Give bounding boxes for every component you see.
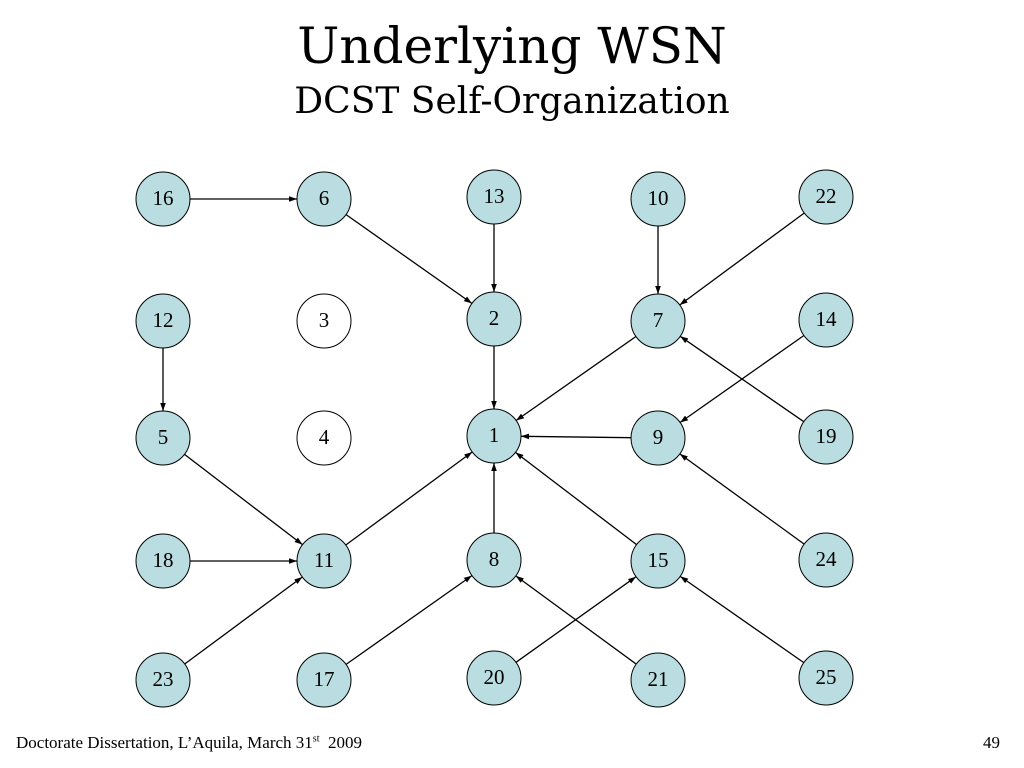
slide-subtitle: DCST Self-Organization: [294, 81, 730, 122]
node-label: 23: [153, 667, 174, 691]
node-14: 14: [798, 292, 854, 348]
node-24: 24: [798, 532, 854, 588]
node-circle: [630, 533, 686, 589]
node-11: 11: [296, 533, 352, 589]
node-16: 16: [135, 171, 191, 227]
footer-superscript: st: [312, 733, 320, 745]
node-18: 18: [135, 533, 191, 589]
node-label: 15: [648, 548, 669, 572]
node-label: 25: [816, 665, 837, 689]
node-circle: [466, 408, 522, 464]
edge-6-to-2: [345, 214, 473, 304]
node-label: 11: [314, 548, 334, 572]
node-label: 2: [489, 306, 500, 330]
node-label: 4: [319, 425, 330, 449]
page-number: 49: [983, 733, 1000, 752]
footer: Doctorate Dissertation, L’Aquila, March …: [16, 733, 362, 753]
node-circle: [630, 652, 686, 708]
node-circle: [466, 291, 522, 347]
node-circle: [466, 650, 522, 706]
node-4: 4: [296, 410, 352, 466]
node-label: 7: [653, 308, 664, 332]
node-12: 12: [135, 293, 191, 349]
node-circle: [630, 410, 686, 466]
edge-19-to-7: [679, 335, 805, 423]
node-label: 9: [653, 425, 664, 449]
node-circle: [798, 292, 854, 348]
node-20: 20: [466, 650, 522, 706]
node-10: 10: [630, 171, 686, 227]
node-9: 9: [630, 410, 686, 466]
node-21: 21: [630, 652, 686, 708]
node-circle: [135, 171, 191, 227]
edge-9-to-1: [520, 433, 632, 440]
node-label: 13: [484, 184, 505, 208]
edge-15-to-1: [515, 451, 637, 546]
node-7: 7: [630, 293, 686, 349]
node-circle: [296, 293, 352, 349]
edge-5-to-11: [184, 453, 303, 546]
footer-text: Doctorate Dissertation, L’Aquila, March …: [16, 733, 313, 752]
node-25: 25: [798, 650, 854, 706]
node-label: 17: [314, 667, 335, 691]
node-23: 23: [135, 652, 191, 708]
edge-11-to-1: [345, 451, 473, 546]
node-label: 22: [816, 184, 837, 208]
edge-22-to-7: [679, 212, 805, 306]
edges-layer: [160, 196, 805, 665]
node-label: 1: [489, 423, 500, 447]
node-circle: [135, 652, 191, 708]
node-label: 12: [153, 308, 174, 332]
node-label: 14: [816, 307, 838, 331]
node-2: 2: [466, 291, 522, 347]
node-label: 3: [319, 308, 330, 332]
node-label: 10: [648, 186, 669, 210]
node-label: 8: [489, 547, 500, 571]
node-label: 6: [319, 186, 330, 210]
footer-year: 2009: [327, 733, 362, 752]
edge-21-to-8: [515, 575, 637, 665]
node-circle: [798, 409, 854, 465]
node-circle: [630, 293, 686, 349]
node-circle: [630, 171, 686, 227]
edge-25-to-15: [679, 575, 805, 664]
edge-23-to-11: [184, 576, 303, 665]
node-label: 18: [153, 548, 174, 572]
node-circle: [466, 532, 522, 588]
node-22: 22: [798, 169, 854, 225]
node-circle: [296, 652, 352, 708]
node-3: 3: [296, 293, 352, 349]
node-circle: [135, 293, 191, 349]
node-label: 24: [816, 547, 838, 571]
node-label: 19: [816, 424, 837, 448]
node-label: 21: [648, 667, 669, 691]
node-circle: [296, 171, 352, 227]
node-6: 6: [296, 171, 352, 227]
node-circle: [296, 533, 352, 589]
node-circle: [296, 410, 352, 466]
node-17: 17: [296, 652, 352, 708]
edge-24-to-9: [679, 453, 805, 545]
node-circle: [798, 532, 854, 588]
node-circle: [135, 533, 191, 589]
node-circle: [798, 169, 854, 225]
edge-7-to-1: [515, 335, 637, 422]
node-13: 13: [466, 169, 522, 225]
node-19: 19: [798, 409, 854, 465]
node-label: 5: [158, 425, 169, 449]
node-1: 1: [466, 408, 522, 464]
node-15: 15: [630, 533, 686, 589]
slide-title: Underlying WSN: [297, 17, 727, 75]
edge-17-to-8: [345, 575, 473, 665]
node-8: 8: [466, 532, 522, 588]
node-5: 5: [135, 410, 191, 466]
node-circle: [798, 650, 854, 706]
node-label: 20: [484, 665, 505, 689]
node-label: 16: [153, 186, 174, 210]
node-circle: [466, 169, 522, 225]
node-circle: [135, 410, 191, 466]
